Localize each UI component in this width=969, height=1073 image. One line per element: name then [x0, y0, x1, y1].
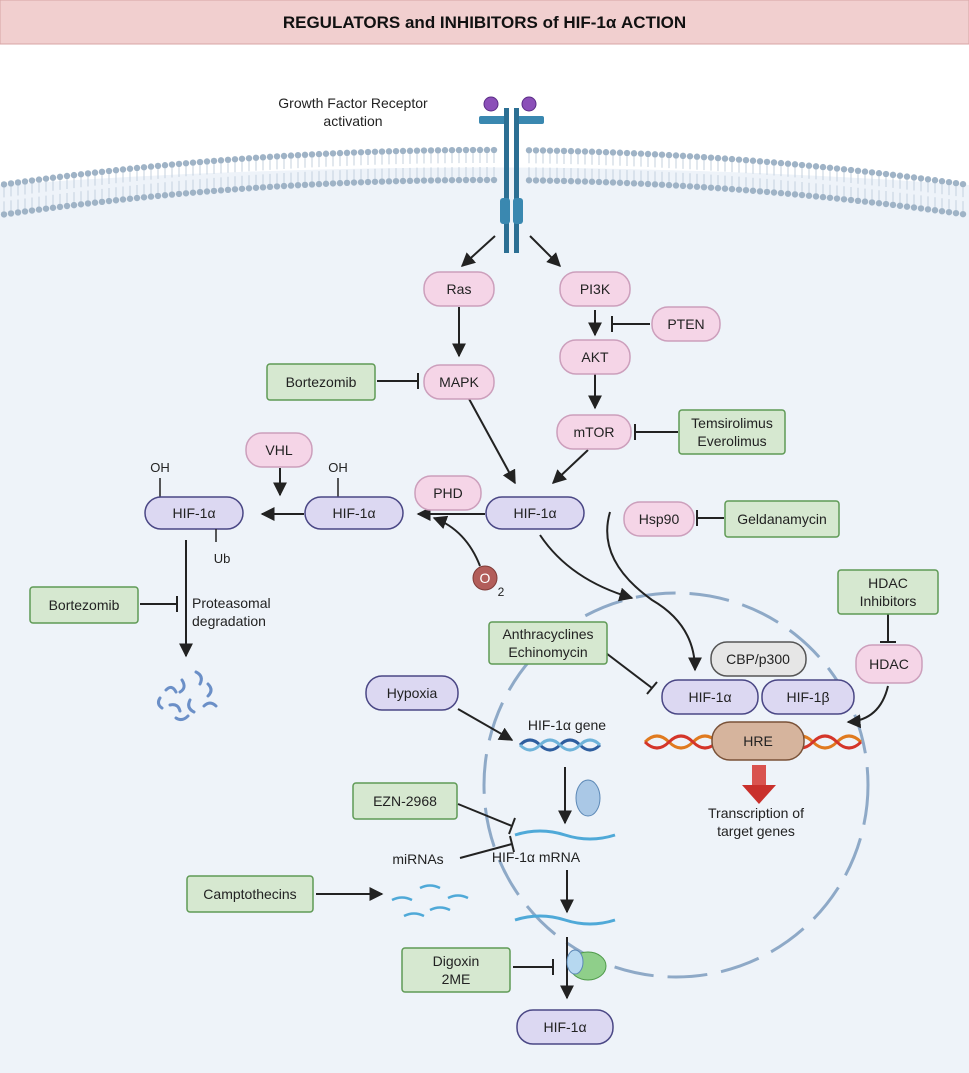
svg-text:HIF-1α: HIF-1α: [688, 689, 731, 705]
svg-text:HIF-1α: HIF-1α: [513, 505, 556, 521]
node-mtor: mTOR: [556, 414, 632, 450]
svg-text:Ras: Ras: [447, 281, 472, 297]
oxygen-icon: O 2: [472, 565, 505, 599]
proteasomal-label-line2: degradation: [192, 613, 266, 629]
inhibitor-bortezomib-mapk: Bortezomib: [266, 363, 376, 401]
node-hif1a-protein: HIF-1α: [516, 1009, 614, 1045]
svg-text:PTEN: PTEN: [667, 316, 704, 332]
mrna-strand-icon: [514, 829, 616, 841]
rna-polymerase-icon: [575, 779, 601, 817]
node-cbp-p300: CBP/p300: [710, 641, 807, 677]
node-hdac: HDAC: [855, 644, 923, 684]
node-ras: Ras: [423, 271, 495, 307]
svg-text:EZN-2968: EZN-2968: [373, 793, 437, 809]
nucleus-boundary: [482, 591, 870, 979]
hif-mrna-label: HIF-1α mRNA: [492, 849, 581, 865]
svg-text:HDAC: HDAC: [869, 656, 909, 672]
receptor-label-line1: Growth Factor Receptor: [278, 95, 428, 111]
node-hre: HRE: [711, 721, 805, 761]
inhibitor-anthracyclines: Anthracyclines Echinomycin: [488, 621, 608, 665]
node-pten: PTEN: [651, 306, 721, 342]
transcription-arrow-icon: [742, 765, 776, 804]
svg-text:Hypoxia: Hypoxia: [387, 685, 438, 701]
node-mapk: MAPK: [423, 364, 495, 400]
svg-text:HIF-1α: HIF-1α: [332, 505, 375, 521]
growth-factor-receptor-icon: [479, 96, 544, 253]
node-hsp90: Hsp90: [623, 501, 695, 537]
inhibitor-camptothecins: Camptothecins: [186, 875, 314, 913]
svg-text:HIF-1α: HIF-1α: [172, 505, 215, 521]
svg-text:MAPK: MAPK: [439, 374, 479, 390]
inhibitor-bortezomib-proteasome: Bortezomib: [29, 586, 139, 624]
node-hif1b: HIF-1β: [761, 679, 855, 715]
svg-text:CBP/p300: CBP/p300: [726, 651, 790, 667]
node-hif1a-oh: OH HIF-1α: [304, 460, 404, 530]
mirna-icon: [391, 884, 469, 918]
svg-text:Inhibitors: Inhibitors: [860, 593, 917, 609]
inhibitor-ezn-2968: EZN-2968: [352, 782, 458, 820]
receptor-label-line2: activation: [323, 113, 382, 129]
mirnas-label: miRNAs: [392, 851, 443, 867]
node-pi3k: PI3K: [559, 271, 631, 307]
svg-text:Geldanamycin: Geldanamycin: [737, 511, 827, 527]
inhibitor-temsirolimus: Temsirolimus Everolimus: [678, 409, 786, 455]
svg-text:PI3K: PI3K: [580, 281, 611, 297]
svg-text:AKT: AKT: [581, 349, 609, 365]
node-hif1a-ub: OH HIF-1α Ub: [144, 460, 244, 566]
svg-text:Echinomycin: Echinomycin: [508, 644, 587, 660]
node-akt: AKT: [559, 339, 631, 375]
degraded-protein-icon: [156, 670, 218, 722]
svg-text:Temsirolimus: Temsirolimus: [691, 415, 773, 431]
transcription-label-line2: target genes: [717, 823, 795, 839]
arrows: [179, 235, 889, 1000]
svg-text:HIF-1β: HIF-1β: [786, 689, 829, 705]
dna-gene-icon: [518, 738, 602, 752]
svg-text:Bortezomib: Bortezomib: [49, 597, 120, 613]
inhibitor-geldanamycin: Geldanamycin: [724, 500, 840, 538]
node-hypoxia: Hypoxia: [365, 675, 459, 711]
svg-text:Bortezomib: Bortezomib: [286, 374, 357, 390]
svg-text:Camptothecins: Camptothecins: [203, 886, 296, 902]
node-hif1a-nuclear: HIF-1α: [661, 679, 759, 715]
node-phd: PHD: [414, 475, 482, 511]
node-vhl: VHL: [245, 432, 313, 468]
svg-text:Hsp90: Hsp90: [639, 511, 680, 527]
svg-text:mTOR: mTOR: [574, 424, 615, 440]
svg-text:Digoxin: Digoxin: [433, 953, 480, 969]
mrna-strand-translation-icon: [514, 914, 616, 926]
svg-text:O: O: [480, 570, 491, 586]
inhibitor-digoxin: Digoxin 2ME: [401, 947, 511, 993]
svg-text:VHL: VHL: [265, 442, 292, 458]
svg-text:Anthracyclines: Anthracyclines: [502, 626, 593, 642]
svg-text:2ME: 2ME: [442, 971, 471, 987]
svg-text:OH: OH: [150, 460, 170, 475]
svg-text:Ub: Ub: [214, 551, 231, 566]
node-hif1a-center: HIF-1α: [485, 496, 585, 530]
svg-text:OH: OH: [328, 460, 348, 475]
svg-text:PHD: PHD: [433, 485, 463, 501]
title-bar: [0, 0, 969, 45]
svg-text:2: 2: [498, 585, 505, 599]
cell-membrane: [0, 146, 967, 218]
hif-gene-label: HIF-1α gene: [528, 717, 606, 733]
transcription-label-line1: Transcription of: [708, 805, 804, 821]
svg-text:HRE: HRE: [743, 733, 773, 749]
svg-text:HDAC: HDAC: [868, 575, 908, 591]
inhibitor-hdac: HDAC Inhibitors: [837, 569, 939, 615]
inhibition-lines: [140, 316, 896, 975]
svg-text:HIF-1α: HIF-1α: [543, 1019, 586, 1035]
page-title: REGULATORS and INHIBITORS of HIF-1α ACTI…: [283, 13, 686, 32]
svg-text:Everolimus: Everolimus: [697, 433, 766, 449]
proteasomal-label-line1: Proteasomal: [192, 595, 271, 611]
cytoplasm: [0, 167, 969, 1073]
ribosome-icon: [566, 949, 607, 981]
